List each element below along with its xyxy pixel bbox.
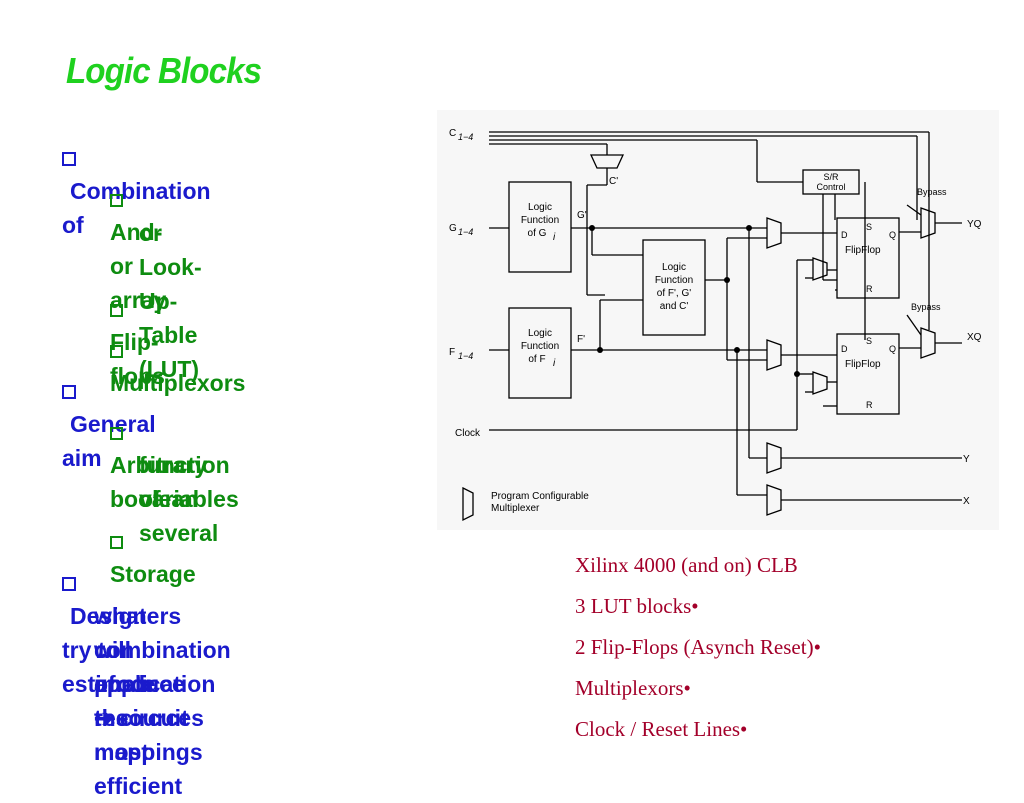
lut-f-subscript: i (553, 358, 556, 369)
ff2-s-label: S (866, 336, 872, 346)
checkbox-bullet-icon (110, 194, 123, 207)
lut-h-line4: and C' (660, 301, 689, 312)
g-prime-label: G' (577, 210, 587, 221)
clb-schematic: C 1−4 G 1−4 F 1−4 C' G' F' Logic Functio… (449, 128, 982, 522)
ff1-q-label: Q (889, 230, 896, 240)
note-line-5: Clock / Reset Lines• (575, 717, 748, 741)
note-line-1: Xilinx 4000 (and on) CLB (575, 553, 798, 577)
lut-f-line1: Logic (528, 328, 552, 339)
lut-h-line3: of F', G' (657, 288, 691, 299)
c-input-subscript: 1−4 (458, 132, 473, 142)
ff2-label: FlipFlop (845, 359, 881, 370)
clock-label: Clock (455, 428, 481, 439)
lut-g-line2: Function (521, 215, 559, 226)
note-line-3: 2 Flip-Flops (Asynch Reset)• (575, 635, 821, 659)
bullet-designers: Designers try to estimate (62, 565, 181, 701)
g-input-label: G (449, 223, 457, 234)
bullet-flip-flops: Flip-flops (110, 291, 165, 393)
checkbox-bullet-icon (62, 385, 76, 399)
clb-notes: Xilinx 4000 (and on) CLB 3 LUT blocks• 2… (575, 545, 821, 750)
note-line-4: Multiplexors• (575, 676, 691, 700)
lut-h-line1: Logic (662, 262, 686, 273)
bullet-arbitrary-boolean: Arbitrary boolean (110, 414, 207, 516)
ff1-label: FlipFlop (845, 245, 881, 256)
bullet-or: or (139, 220, 162, 246)
f-input-label: F (449, 347, 455, 358)
g-input-subscript: 1−4 (458, 227, 473, 237)
checkbox-bullet-icon (110, 427, 123, 440)
ff1-r-label: R (866, 284, 873, 294)
checkbox-bullet-icon (62, 577, 76, 591)
ff2-q-label: Q (889, 344, 896, 354)
sr-control-line1: S/R (823, 172, 839, 182)
xq-output-label: XQ (967, 332, 982, 343)
lut-g-subscript: i (553, 232, 556, 243)
bullet-general-aim: General aim (62, 373, 156, 475)
ff1-s-label: S (866, 222, 872, 232)
bullet-function-line: function of several (139, 452, 230, 546)
bullet-storage: Storage (110, 523, 196, 591)
checkbox-bullet-icon (110, 536, 123, 549)
lut-g-line3: of G (528, 228, 547, 239)
bullet-designers-line4: application ➔ circuit mappings (94, 671, 216, 765)
bullet-combination: Combination of (62, 140, 211, 242)
slide-title: Logic Blocks (66, 50, 262, 91)
clb-diagram: C 1−4 G 1−4 F 1−4 C' G' F' Logic Functio… (437, 110, 999, 530)
legend-line1: Program Configurable (491, 491, 589, 502)
bullet-multiplexors: Multiplexors (110, 332, 245, 400)
yq-output-label: YQ (967, 219, 982, 230)
ff1-d-label: D (841, 230, 848, 240)
lut-f-line2: Function (521, 341, 559, 352)
bullet-and-or-array: And-or array (110, 181, 166, 317)
checkbox-bullet-icon (110, 345, 123, 358)
checkbox-bullet-icon (62, 152, 76, 166)
y-output-label: Y (963, 454, 970, 465)
c-input-label: C (449, 128, 456, 139)
arrow-right-icon: ➔ (94, 705, 114, 731)
bullet-lut: Look-Up-Table (LUT) (139, 254, 202, 382)
lut-f-line3: of F (528, 354, 545, 365)
c-prime-label: C' (609, 176, 618, 187)
bypass-label-bottom: Bypass (911, 302, 941, 312)
sr-control-line2: Control (816, 182, 845, 192)
ff2-d-label: D (841, 344, 848, 354)
legend-line2: Multiplexer (491, 503, 540, 514)
bullet-variables-line: variables (139, 486, 239, 512)
x-output-label: X (963, 496, 970, 507)
checkbox-bullet-icon (110, 304, 123, 317)
bullet-designers-line2: what combination of resources (94, 603, 231, 731)
note-line-2: 3 LUT blocks• (575, 594, 699, 618)
f-input-subscript: 1−4 (458, 351, 473, 361)
lut-h-line2: Function (655, 275, 693, 286)
lut-g-line1: Logic (528, 202, 552, 213)
bypass-label-top: Bypass (917, 187, 947, 197)
f-prime-label: F' (577, 334, 585, 345)
ff2-r-label: R (866, 400, 873, 410)
